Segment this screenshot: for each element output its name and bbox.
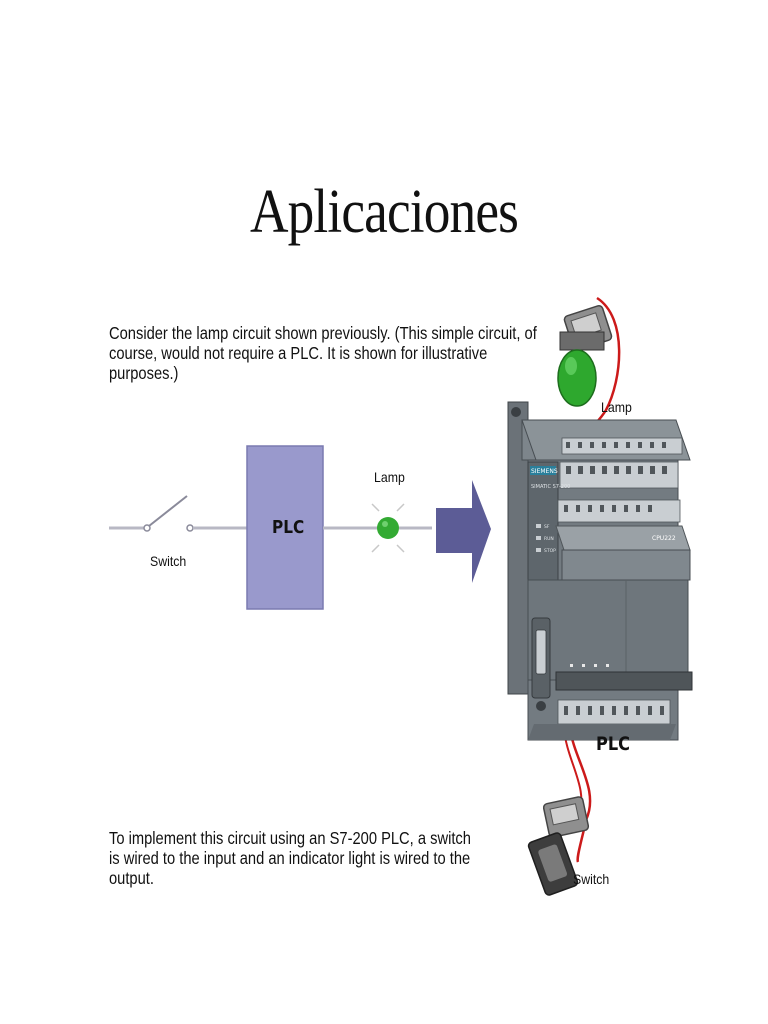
intro-paragraph: Consider the lamp circuit shown previous…	[109, 323, 537, 383]
lamp-label: Lamp	[374, 469, 405, 485]
device-lamp-label: Lamp	[601, 399, 632, 415]
intro-line: Consider the lamp circuit shown previous…	[109, 323, 537, 343]
closing-line: output.	[109, 868, 154, 888]
brand-text: SIEMENS	[531, 468, 558, 475]
switch-symbol	[143, 495, 194, 532]
arrow-to-device	[436, 480, 491, 583]
switch-label: Switch	[150, 553, 187, 569]
led-label: SF	[544, 524, 550, 530]
model-text: SIMATIC S7-200	[531, 484, 570, 490]
closing-line: is wired to the input and an indicator l…	[109, 848, 471, 868]
lamp-device	[557, 304, 613, 407]
closing-line: To implement this circuit using an S7-20…	[109, 828, 471, 848]
s7-200-illustration: SIEMENS SIMATIC S7-200 SF RUN STOP CPU22…	[507, 296, 693, 896]
closing-paragraph: To implement this circuit using an S7-20…	[109, 828, 471, 888]
led-label: STOP	[544, 548, 556, 554]
plc-block	[246, 445, 324, 610]
device-switch-label: Switch	[573, 871, 610, 887]
intro-line: purposes.)	[109, 363, 179, 383]
lamp-symbol	[371, 503, 405, 553]
intro-line: course, would not require a PLC. It is s…	[109, 343, 488, 363]
status-leds: SF RUN STOP	[536, 524, 556, 554]
plc-block-label: PLC	[272, 517, 305, 538]
led-label: RUN	[544, 536, 554, 542]
switch-device	[527, 796, 590, 896]
schematic-circuit	[109, 445, 491, 610]
switch-wire	[568, 727, 592, 863]
slide-title: Aplicaciones	[249, 178, 519, 246]
device-plc-label: PLC	[596, 733, 630, 755]
cpu-text: CPU222	[652, 535, 676, 542]
